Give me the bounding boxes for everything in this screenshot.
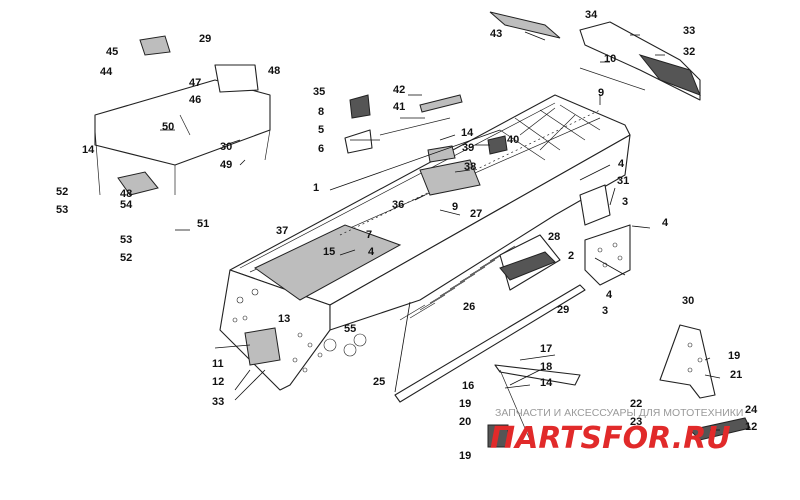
leader-lines xyxy=(160,31,721,431)
callout-39: 39 xyxy=(462,142,474,154)
callout-33: 33 xyxy=(212,396,224,408)
callout-8: 8 xyxy=(318,106,324,118)
foot-strip xyxy=(117,171,159,196)
callout-19: 19 xyxy=(459,450,471,462)
heel-pads xyxy=(419,135,508,196)
callout-45: 45 xyxy=(106,46,118,58)
callout-46: 46 xyxy=(189,94,201,106)
callout-26: 26 xyxy=(463,301,475,313)
side-bracket xyxy=(579,184,611,226)
callout-10: 10 xyxy=(604,53,616,65)
callout-19: 19 xyxy=(728,350,740,362)
callout-41: 41 xyxy=(393,101,405,113)
side-plate xyxy=(499,234,561,291)
callout-14: 14 xyxy=(540,377,553,389)
callout-37: 37 xyxy=(276,225,288,237)
callout-30: 30 xyxy=(220,141,232,153)
callout-7: 7 xyxy=(366,229,372,241)
callout-43: 43 xyxy=(490,28,502,40)
callout-12: 12 xyxy=(212,376,224,388)
callout-21: 21 xyxy=(730,369,742,381)
callout-53: 53 xyxy=(56,204,68,216)
rear-bumper xyxy=(539,285,662,437)
rear-flap-bracket xyxy=(659,324,716,399)
callout-16: 16 xyxy=(462,380,474,392)
callout-49: 49 xyxy=(220,159,232,171)
callout-4: 4 xyxy=(368,246,375,258)
callout-51: 51 xyxy=(197,218,209,230)
handle-bar-assembly xyxy=(94,64,271,196)
callout-36: 36 xyxy=(392,199,404,211)
callout-53: 53 xyxy=(120,234,132,246)
chassis-tunnel xyxy=(219,94,631,391)
callout-15: 15 xyxy=(323,246,335,258)
rear-rail xyxy=(579,67,646,91)
callout-32: 32 xyxy=(683,46,695,58)
seat-support xyxy=(179,114,191,136)
upper-seat-rail xyxy=(489,11,561,39)
callout-19: 19 xyxy=(459,398,471,410)
callout-3: 3 xyxy=(602,305,608,317)
callout-2: 2 xyxy=(568,250,574,262)
callout-5: 5 xyxy=(318,124,324,136)
callout-55: 55 xyxy=(344,323,356,335)
callout-13: 13 xyxy=(278,313,290,325)
callout-14: 14 xyxy=(82,144,95,156)
callout-50: 50 xyxy=(162,121,174,133)
callout-3: 3 xyxy=(622,196,628,208)
callout-31: 31 xyxy=(617,175,629,187)
callout-52: 52 xyxy=(120,252,132,264)
heat-exchanger xyxy=(494,364,581,441)
callout-22: 22 xyxy=(630,398,642,410)
callout-52: 52 xyxy=(56,186,68,198)
callout-6: 6 xyxy=(318,143,324,155)
callout-47: 47 xyxy=(189,77,201,89)
callout-9: 9 xyxy=(598,87,604,99)
callout-48: 48 xyxy=(120,188,132,200)
callout-12: 12 xyxy=(745,421,757,433)
front-plate xyxy=(584,224,631,286)
callout-38: 38 xyxy=(464,161,476,173)
upper-strips xyxy=(379,94,463,136)
callout-30: 30 xyxy=(682,295,694,307)
callout-17: 17 xyxy=(540,343,552,355)
mount-block xyxy=(344,94,373,154)
callout-labels: 1233444456789910111212131414141516171819… xyxy=(56,9,758,462)
callout-44: 44 xyxy=(100,66,113,78)
callout-9: 9 xyxy=(452,201,458,213)
callout-54: 54 xyxy=(120,199,133,211)
callout-14: 14 xyxy=(461,127,474,139)
callout-4: 4 xyxy=(618,158,625,170)
callout-11: 11 xyxy=(212,358,224,370)
callout-40: 40 xyxy=(507,134,519,146)
callout-34: 34 xyxy=(585,9,598,21)
callout-20: 20 xyxy=(459,416,471,428)
watermark-text: ЗАПЧАСТИ И АКСЕССУАРЫ ДЛЯ МОТОТЕХНИКИ xyxy=(495,407,743,419)
running-board xyxy=(394,284,586,403)
grip-cover xyxy=(139,35,171,56)
watermark-brand: ПАRTSFOR.RU xyxy=(490,421,731,456)
callout-4: 4 xyxy=(606,289,613,301)
callout-18: 18 xyxy=(540,361,552,373)
callout-23: 23 xyxy=(630,416,642,428)
callout-25: 25 xyxy=(373,376,385,388)
callout-33: 33 xyxy=(683,25,695,37)
rear-fender xyxy=(579,21,701,101)
callout-27: 27 xyxy=(470,208,482,220)
front-cover xyxy=(244,327,281,366)
callout-1: 1 xyxy=(313,182,319,194)
callout-42: 42 xyxy=(393,84,405,96)
callout-48: 48 xyxy=(268,65,280,77)
snow-flap xyxy=(688,417,751,441)
callout-29: 29 xyxy=(557,304,569,316)
callout-24: 24 xyxy=(745,404,758,416)
callout-29: 29 xyxy=(199,33,211,45)
mount-bracket xyxy=(487,424,509,448)
callout-28: 28 xyxy=(548,231,560,243)
callout-35: 35 xyxy=(313,86,325,98)
callout-4: 4 xyxy=(662,217,669,229)
